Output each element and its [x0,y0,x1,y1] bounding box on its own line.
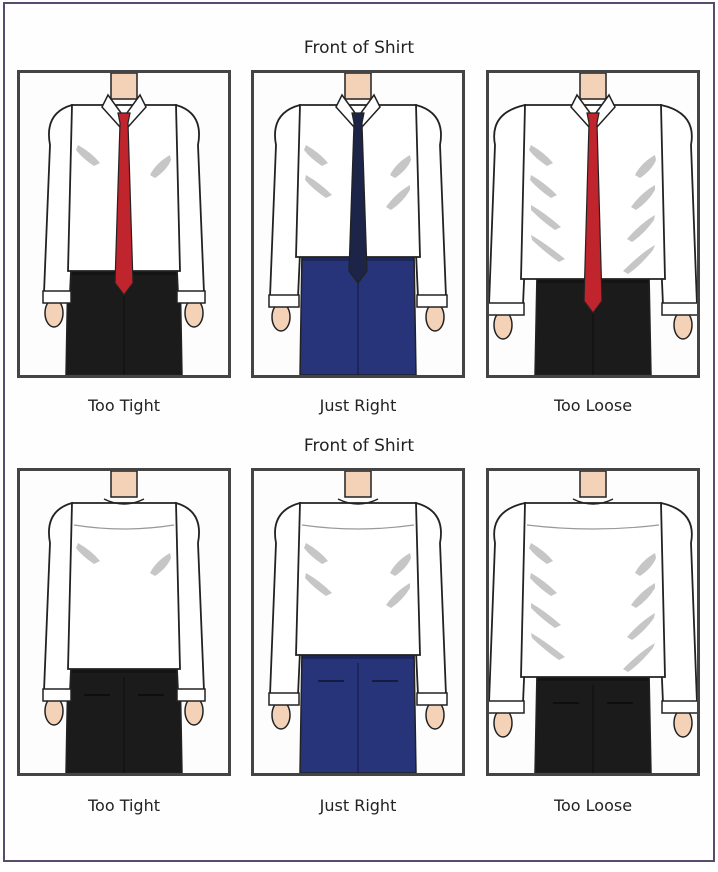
neck [580,471,606,497]
left-cuff [269,693,299,705]
back-panel-too-loose [486,468,700,776]
right-cuff [662,303,697,315]
right-cuff [417,693,447,705]
front-panel-too-loose [486,70,700,378]
shirt-body [68,503,180,669]
back-figure-too-loose-illustration [489,471,697,773]
right-cuff [417,295,447,307]
right-cuff [177,291,205,303]
left-cuff [269,295,299,307]
right-cuff [662,701,697,713]
left-cuff [489,701,524,713]
caption-back-just-right: Just Right [251,796,465,815]
right-cuff [177,689,205,701]
neck [345,73,371,99]
neck [111,471,137,497]
section-title-back: Front of Shirt [5,436,713,456]
caption-front-too-loose: Too Loose [486,396,700,415]
front-figure-too-tight-illustration [20,73,228,375]
caption-back-too-tight: Too Tight [17,796,231,815]
back-figure-too-tight-illustration [20,471,228,773]
front-panel-just-right [251,70,465,378]
front-figure-too-loose-illustration [489,73,697,375]
back-panel-just-right [251,468,465,776]
section-title-front: Front of Shirt [5,38,713,58]
caption-front-too-tight: Too Tight [17,396,231,415]
shirt-fit-guide: Front of Shirt Too Tight Just Right Too … [3,2,715,862]
front-panel-too-tight [17,70,231,378]
caption-back-too-loose: Too Loose [486,796,700,815]
back-panel-too-tight [17,468,231,776]
caption-front-just-right: Just Right [251,396,465,415]
left-cuff [43,291,71,303]
left-cuff [43,689,71,701]
front-figure-just-right-illustration [254,73,462,375]
back-figure-just-right-illustration [254,471,462,773]
neck [111,73,137,99]
neck [580,73,606,99]
neck [345,471,371,497]
left-cuff [489,303,524,315]
